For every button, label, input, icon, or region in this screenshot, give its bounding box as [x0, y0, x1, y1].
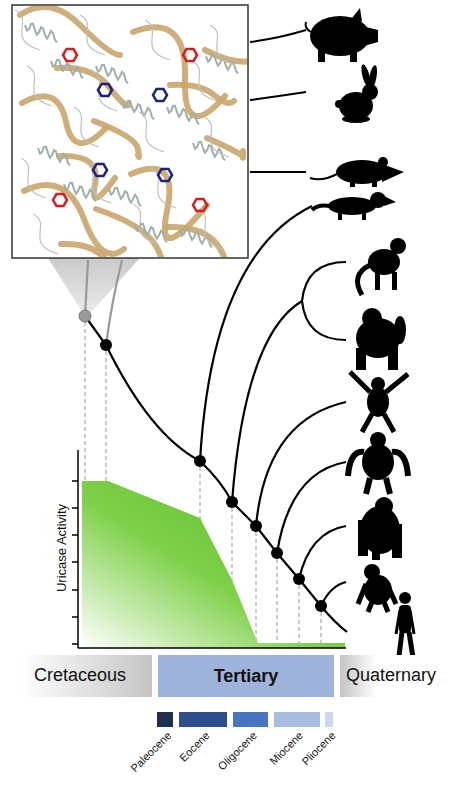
period-label: Quaternary: [346, 665, 436, 686]
orangutan-silhouette: [348, 432, 408, 494]
epoch-band: Miocene: [274, 712, 320, 727]
phylogeny: [85, 206, 347, 632]
lemur-silhouette: [358, 238, 407, 295]
chart-axes: [72, 450, 346, 648]
baboon-silhouette: [356, 308, 406, 370]
tree-nodes: [79, 310, 327, 612]
epoch-band: Eocene: [179, 712, 227, 727]
chimpanzee-silhouette: [358, 564, 396, 612]
period-label: Cretaceous: [34, 665, 126, 686]
epoch-label: Pliocene: [299, 729, 337, 767]
gibbon-silhouette: [350, 372, 408, 432]
pig-silhouette: [306, 8, 378, 62]
animal-silhouettes: [306, 8, 414, 664]
epoch-band: Pliocene: [325, 712, 333, 727]
period-label: Tertiary: [214, 666, 279, 687]
epoch-label: Paleocene: [128, 729, 173, 774]
epoch-band: Paleocene: [157, 712, 173, 727]
lineage-lines: [250, 30, 306, 172]
zoom-cone: [48, 258, 140, 318]
period-band: Cretaceous: [20, 655, 152, 697]
gorilla-silhouette: [358, 497, 402, 560]
rabbit-silhouette: [335, 64, 379, 123]
uricase-structure: [15, 7, 247, 257]
period-band: Tertiary: [158, 655, 334, 697]
primate-silhouette: [312, 192, 396, 220]
axis-label: Uricase Activity: [54, 504, 69, 592]
epoch-label: Eocene: [177, 729, 212, 764]
period-band: Quaternary: [340, 655, 461, 697]
epoch-label: Miocene: [268, 729, 306, 767]
activity-area: [82, 481, 345, 648]
rat-silhouette: [310, 157, 404, 187]
epoch-label: Oligocene: [215, 729, 259, 773]
epoch-band: Oligocene: [233, 712, 268, 727]
human-silhouette: [396, 592, 414, 664]
